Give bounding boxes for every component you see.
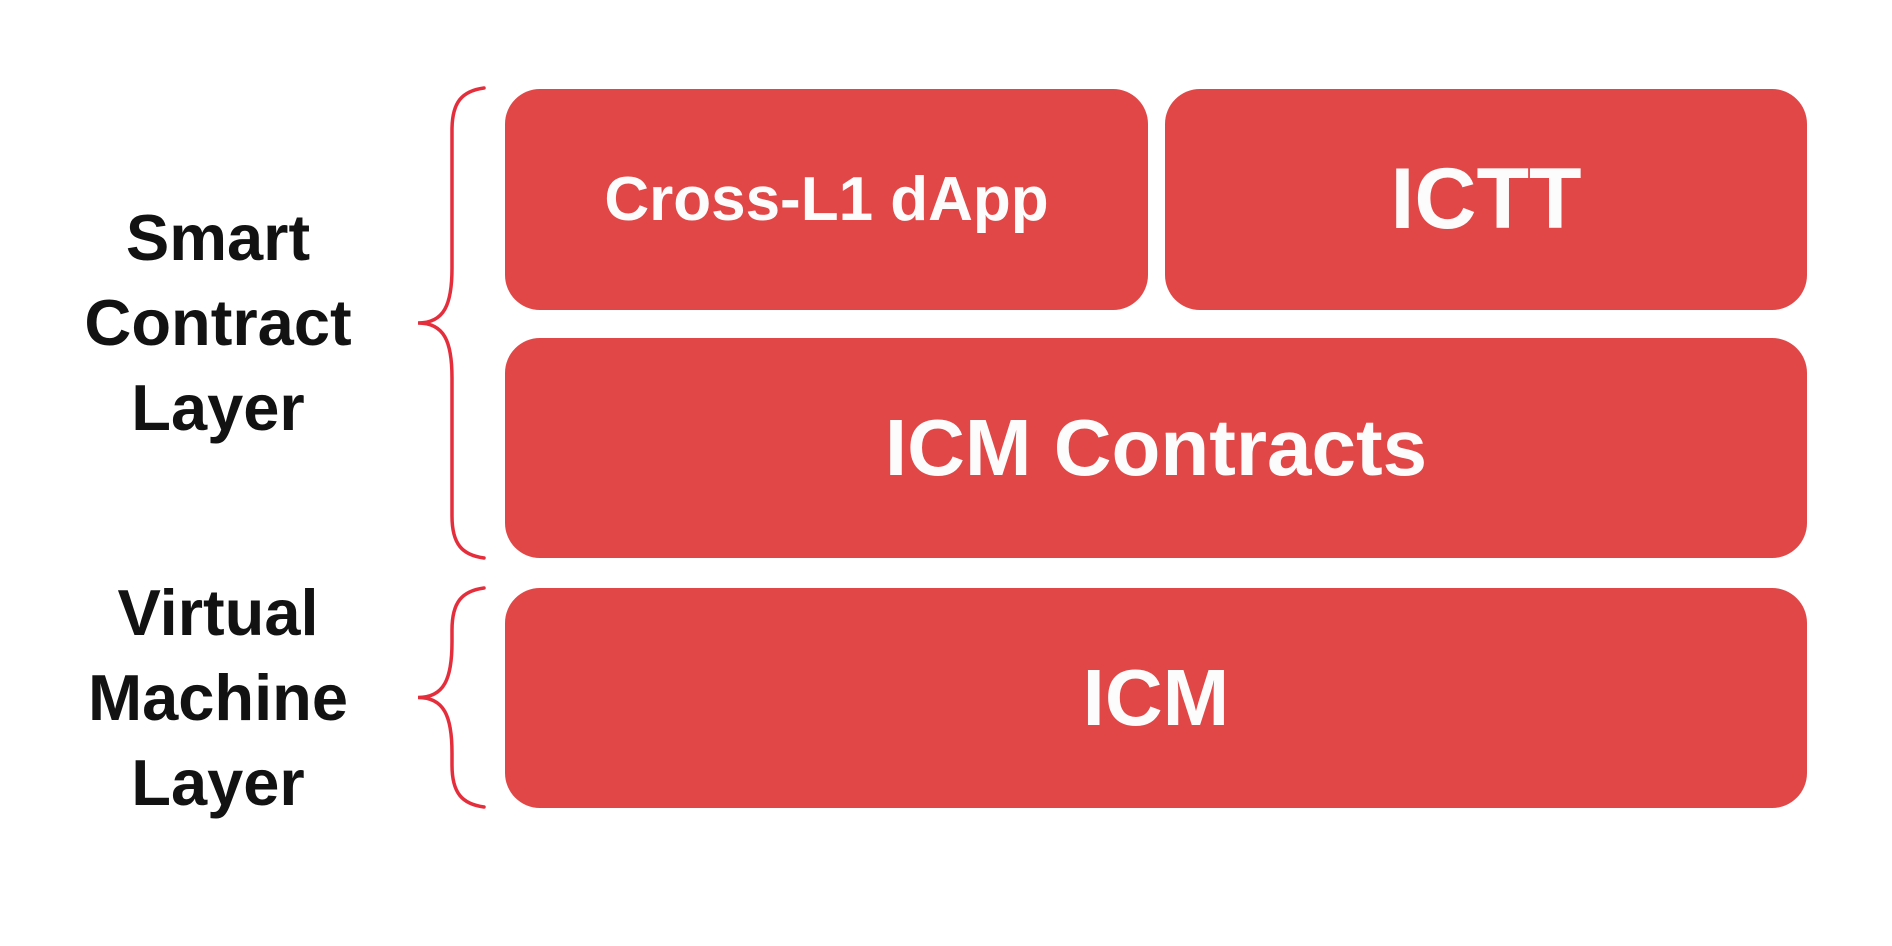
box-label: ICM: [1082, 653, 1230, 742]
box-label: ICM Contracts: [884, 403, 1428, 492]
virtual-machine-layer-label: Virtual Machine Layer: [33, 570, 403, 825]
box-label: ICTT: [1390, 151, 1582, 247]
layer-label-line: Smart: [125, 201, 311, 274]
layer-label-line: Layer: [131, 371, 305, 444]
box-icm: ICM: [505, 588, 1807, 808]
box-label: Cross-L1 dApp: [604, 165, 1049, 234]
smart-contract-layer-label: Smart Contract Layer: [33, 195, 403, 450]
box-icm-contracts: ICM Contracts: [505, 338, 1807, 558]
layer-label-line: Layer: [131, 746, 305, 819]
box-cross-l1-dapp: Cross-L1 dApp: [505, 89, 1148, 310]
box-ictt: ICTT: [1165, 89, 1807, 310]
layer-label-line: Virtual: [117, 576, 319, 649]
layer-label-line: Contract: [84, 286, 352, 359]
virtual-machine-layer-brace-icon: [417, 586, 486, 809]
smart-contract-layer-brace-icon: [417, 86, 486, 560]
layer-label-line: Machine: [87, 661, 349, 734]
